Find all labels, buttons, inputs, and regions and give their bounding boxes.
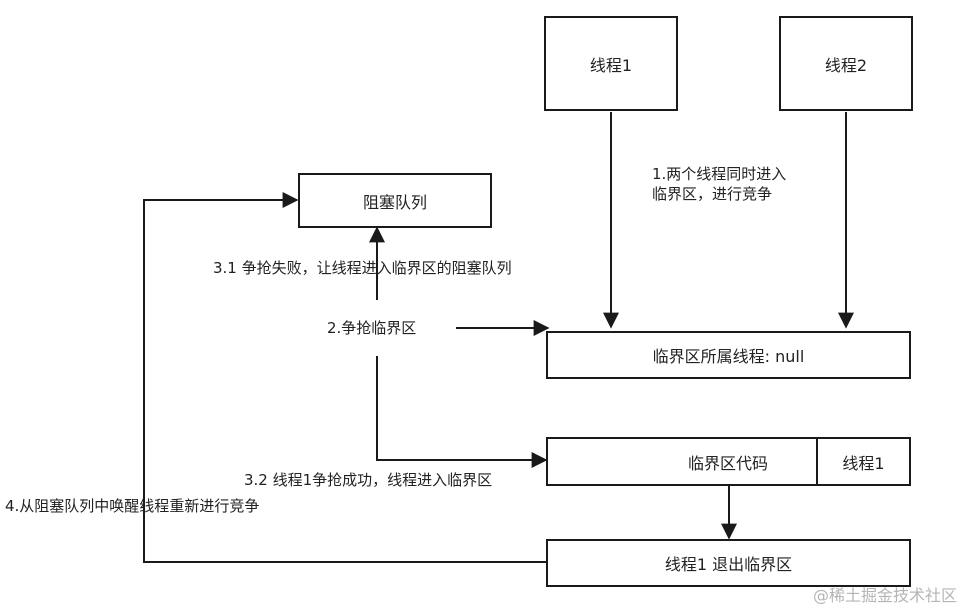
step1-label: 1.两个线程同时进入 临界区，进行竞争 <box>652 164 786 205</box>
thread2-label: 线程2 <box>824 55 868 75</box>
blocking-queue-label: 阻塞队列 <box>362 192 427 212</box>
critical-owner-box: 临界区所属线程: null <box>546 331 911 379</box>
step2-label: 2.争抢临界区 <box>327 319 417 337</box>
critical-code-thread-label: 线程1 <box>842 453 885 473</box>
critical-code-thread-box: 线程1 <box>816 437 911 486</box>
thread2-box: 线程2 <box>779 16 913 111</box>
step1-line2: 临界区，进行竞争 <box>652 185 773 204</box>
step3-2-label: 3.2 线程1争抢成功，线程进入临界区 <box>244 471 493 489</box>
thread1-exit-label: 线程1 退出临界区 <box>664 555 793 574</box>
step1-line1: 1.两个线程同时进入 <box>652 165 787 183</box>
watermark-text: @稀土掘金技术社区 <box>812 586 957 605</box>
blocking-queue-box: 阻塞队列 <box>298 173 492 228</box>
arrow-success-to-code <box>376 356 548 468</box>
critical-owner-label: 临界区所属线程: null <box>652 347 805 366</box>
arrow-wakeup-to-queue <box>143 192 546 563</box>
thread1-box: 线程1 <box>544 16 678 111</box>
step3-1-label: 3.1 争抢失败，让线程进入临界区的阻塞队列 <box>213 259 512 277</box>
thread1-exit-box: 线程1 退出临界区 <box>546 539 911 587</box>
thread1-label: 线程1 <box>589 55 633 75</box>
step4-label: 4.从阻塞队列中唤醒线程重新进行竞争 <box>5 497 260 515</box>
critical-code-label: 临界区代码 <box>688 453 769 473</box>
